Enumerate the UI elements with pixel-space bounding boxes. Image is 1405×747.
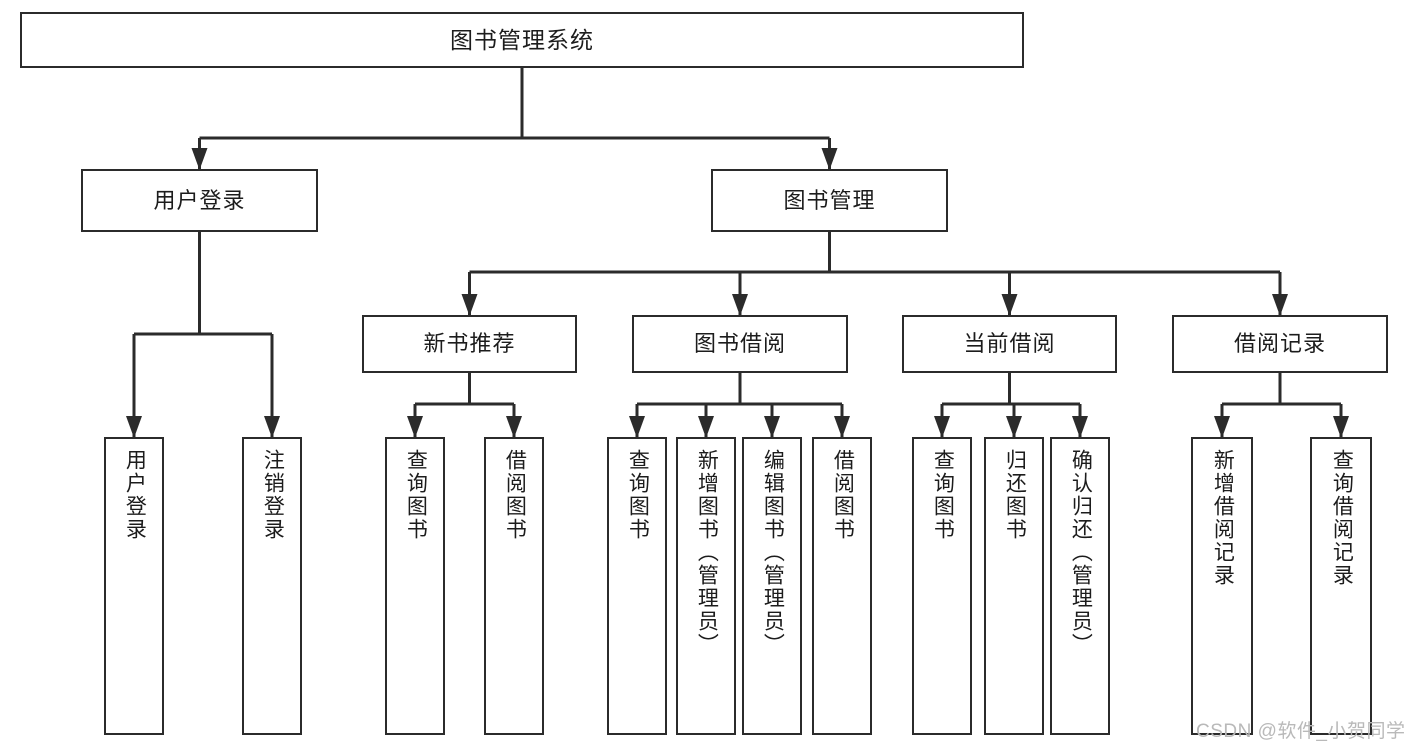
diagram-leaf-node[interactable]: 编辑图书（管理员） [742,437,802,735]
node-label: 查询图书 [404,449,428,541]
diagram-branch-node[interactable]: 图书管理 [711,169,948,232]
node-label: 归还图书 [1003,449,1027,541]
diagram-leaf-node[interactable]: 查询图书 [912,437,972,735]
diagram-leaf-node[interactable]: 注销登录 [242,437,302,735]
diagram-branch-node[interactable]: 当前借阅 [902,315,1117,373]
diagram-root-node[interactable]: 图书管理系统 [20,12,1024,68]
node-label: 新增借阅记录 [1211,449,1235,587]
node-label: 图书管理 [783,187,876,213]
diagram-branch-node[interactable]: 图书借阅 [632,315,848,373]
diagram-leaf-node[interactable]: 新增借阅记录 [1191,437,1253,735]
node-label: 借阅图书 [831,449,855,541]
node-label: 借阅记录 [1233,331,1326,357]
node-label: 用户登录 [123,449,147,541]
node-label: 图书借阅 [693,331,786,357]
diagram-branch-node[interactable]: 用户登录 [81,169,318,232]
watermark-text: CSDN @软件_小贺同学 [1196,721,1405,742]
node-label: 编辑图书（管理员） [761,449,785,656]
node-label: 确认归还（管理员） [1069,449,1093,656]
node-label: 注销登录 [261,449,285,541]
diagram-leaf-node[interactable]: 借阅图书 [812,437,872,735]
node-label: 查询图书 [626,449,650,541]
node-label: 用户登录 [153,187,246,213]
node-label: 新书推荐 [423,331,516,357]
diagram-leaf-node[interactable]: 归还图书 [984,437,1044,735]
node-label: 借阅图书 [503,449,527,541]
node-label: 图书管理系统 [450,26,594,53]
node-label: 查询图书 [931,449,955,541]
diagram-leaf-node[interactable]: 新增图书（管理员） [676,437,736,735]
node-label: 查询借阅记录 [1330,449,1354,587]
diagram-leaf-node[interactable]: 查询图书 [385,437,445,735]
diagram-leaf-node[interactable]: 查询借阅记录 [1310,437,1372,735]
node-label: 当前借阅 [963,331,1056,357]
node-label: 新增图书（管理员） [695,449,719,656]
diagram-branch-node[interactable]: 借阅记录 [1172,315,1388,373]
diagram-leaf-node[interactable]: 用户登录 [104,437,164,735]
diagram-leaf-node[interactable]: 确认归还（管理员） [1050,437,1110,735]
diagram-branch-node[interactable]: 新书推荐 [362,315,577,373]
diagram-leaf-node[interactable]: 借阅图书 [484,437,544,735]
diagram-leaf-node[interactable]: 查询图书 [607,437,667,735]
